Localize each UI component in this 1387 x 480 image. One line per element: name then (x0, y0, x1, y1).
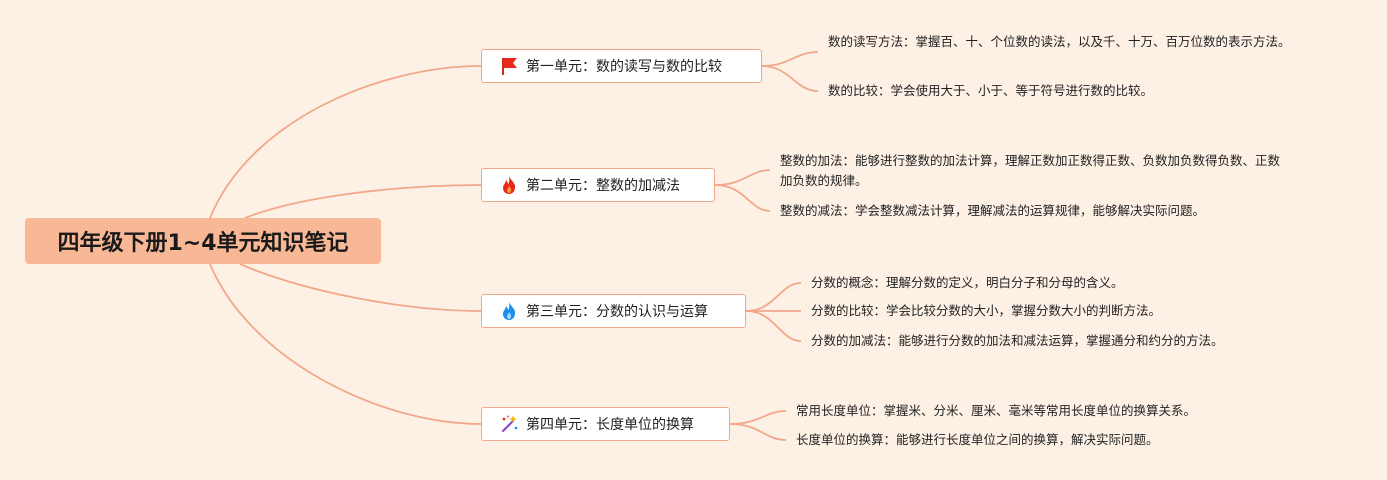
blue-fire-icon (498, 300, 520, 322)
connector-unit-1-point-2 (761, 65, 819, 92)
unit-4-title: 第四单元：长度单位的换算 (526, 417, 694, 433)
unit-1-node[interactable]: 第一单元：数的读写与数的比较 (481, 49, 762, 83)
connector-unit-2-point-1 (714, 169, 771, 186)
unit-4-node[interactable]: 第四单元：长度单位的换算 (481, 407, 730, 441)
unit-3-point-2: 分数的比较：学会比较分数的大小，掌握分数大小的判断方法。 (811, 303, 1162, 318)
unit-3-point-3: 分数的加减法：能够进行分数的加法和减法运算，掌握通分和约分的方法。 (811, 333, 1224, 348)
connector-root-unit-3 (239, 263, 482, 312)
unit-2-point-1: 整数的加法：能够进行整数的加法计算，理解正数加正数得正数、负数加负数得负数、正数… (780, 153, 1281, 188)
unit-2-point-2: 整数的减法：学会整数减法计算，理解减法的运算规律，能够解决实际问题。 (780, 203, 1206, 218)
unit-4-point-2: 长度单位的换算：能够进行长度单位之间的换算，解决实际问题。 (796, 432, 1159, 447)
connector-root-unit-2 (244, 184, 482, 219)
unit-4-point-1: 常用长度单位：掌握米、分米、厘米、毫米等常用长度单位的换算关系。 (796, 403, 1197, 418)
connector-unit-2-point-2 (714, 184, 771, 212)
unit-3-title: 第三单元：分数的认识与运算 (526, 304, 708, 320)
connector-unit-3-point-1 (745, 282, 802, 312)
magic-wand-icon (498, 413, 520, 435)
connector-root-unit-4 (209, 263, 482, 425)
unit-1-point-2: 数的比较：学会使用大于、小于、等于符号进行数的比较。 (828, 83, 1154, 98)
red-fire-icon (498, 174, 520, 196)
mindmap-root-title: 四年级下册1~4单元知识笔记 (25, 218, 381, 264)
connector-root-unit-1 (209, 65, 482, 219)
red-flag-icon (498, 55, 520, 77)
unit-3-point-1: 分数的概念：理解分数的定义，明白分子和分母的含义。 (811, 275, 1124, 290)
unit-1-title: 第一单元：数的读写与数的比较 (526, 59, 722, 75)
connector-unit-1-point-1 (761, 51, 819, 67)
unit-2-title: 第二单元：整数的加减法 (526, 178, 680, 194)
connector-unit-4-point-2 (729, 423, 787, 441)
unit-2-node[interactable]: 第二单元：整数的加减法 (481, 168, 715, 202)
connector-unit-4-point-1 (729, 410, 787, 425)
connector-unit-3-point-3 (745, 310, 802, 342)
unit-1-point-1: 数的读写方法：掌握百、十、个位数的读法，以及千、十万、百万位数的表示方法。 (828, 34, 1291, 49)
unit-3-node[interactable]: 第三单元：分数的认识与运算 (481, 294, 746, 328)
